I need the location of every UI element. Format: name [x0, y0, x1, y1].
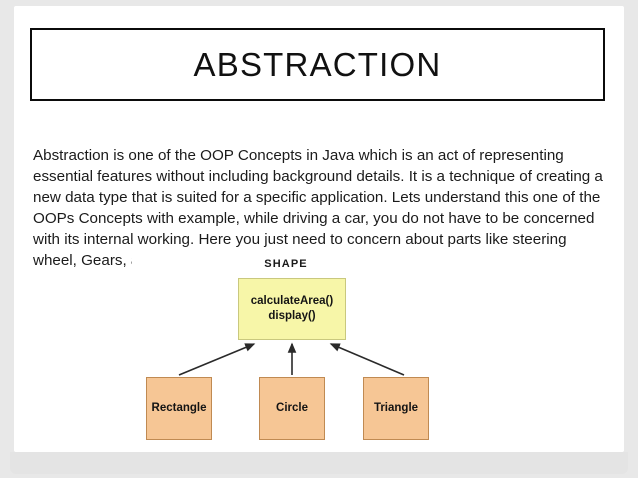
edge-triangle-to-shape — [329, 343, 405, 376]
node-rectangle-label: Rectangle — [151, 402, 207, 414]
node-triangle: Triangle — [363, 377, 429, 440]
node-circle: Circle — [259, 377, 325, 440]
node-shape-method-2: display() — [268, 310, 316, 322]
diagram-caption: SHAPE — [264, 258, 308, 270]
node-triangle-label: Triangle — [373, 402, 419, 414]
class-hierarchy-diagram: SHAPE calculateArea() display() Rectangl… — [132, 254, 440, 450]
page-title: ABSTRACTION — [193, 46, 442, 83]
node-shape: calculateArea() display() — [238, 278, 346, 340]
node-rectangle: Rectangle — [146, 377, 212, 440]
slide-bottom-band — [10, 452, 628, 474]
node-circle-label: Circle — [276, 402, 308, 414]
edge-rectangle-to-shape — [178, 343, 256, 376]
title-box: ABSTRACTION — [30, 28, 605, 101]
body-paragraph: Abstraction is one of the OOP Concepts i… — [33, 147, 603, 270]
node-shape-method-1: calculateArea() — [250, 295, 334, 307]
